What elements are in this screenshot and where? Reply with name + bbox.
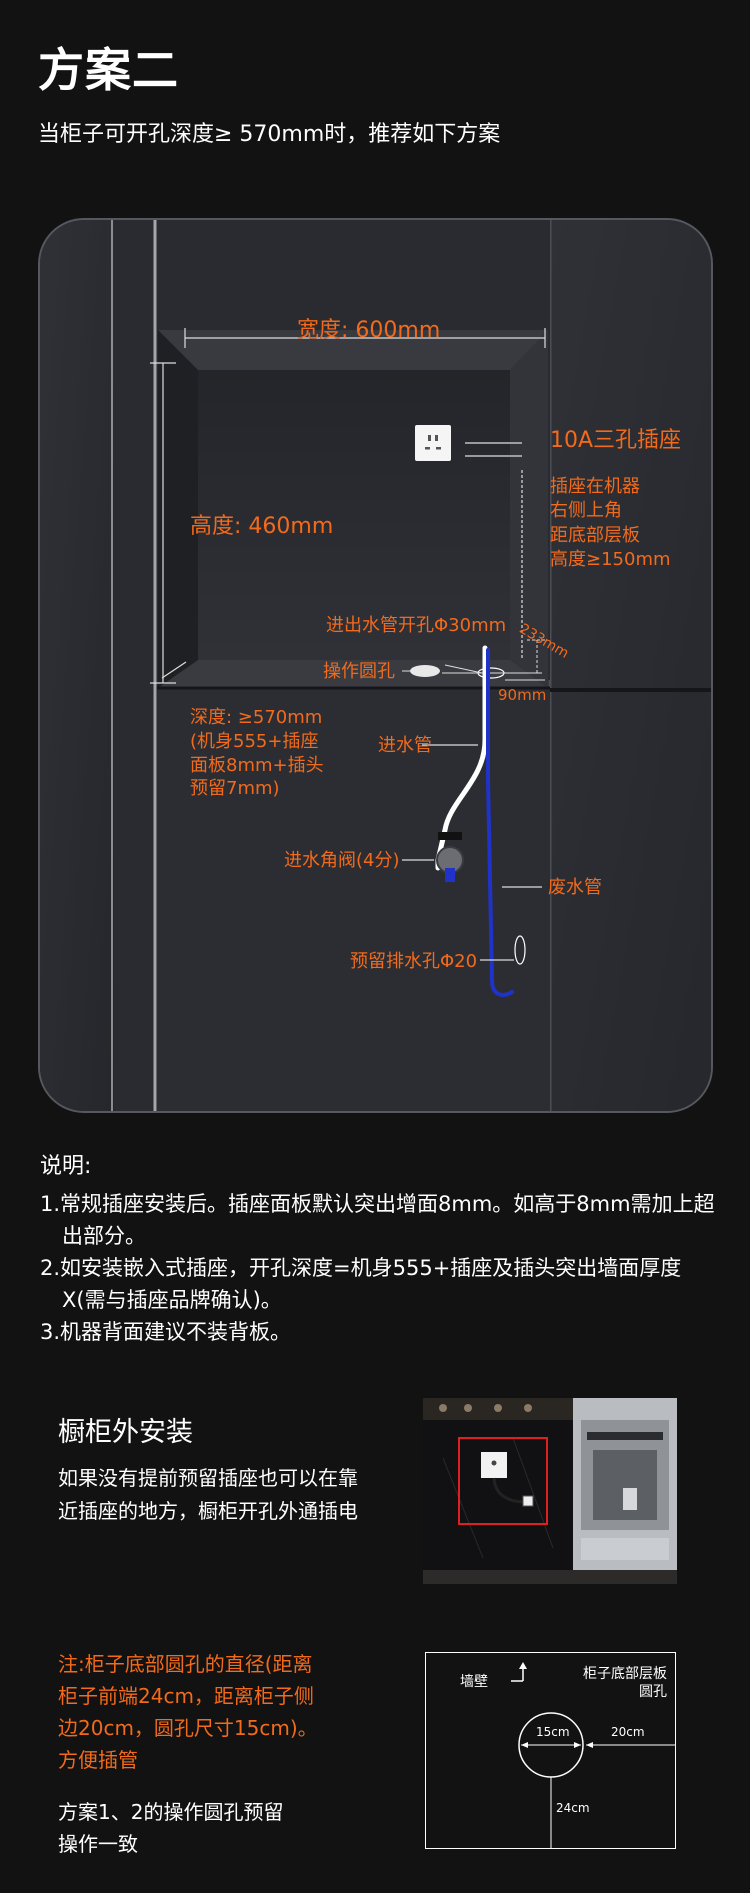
cabinet-diagram: 宽度: 600mm 高度: 460mm 10A三孔插座 插座在机器 右侧上角 距… [38, 218, 713, 1113]
page-title: 方案二 [38, 43, 179, 97]
height-label: 高度: 460mm [190, 514, 334, 539]
operate-hole-label: 操作圆孔 [323, 661, 395, 682]
kitchen-photo [423, 1398, 677, 1584]
notes-item: 1.常规插座安装后。插座面板默认突出增面8mm。如高于8mm需加上超出部分。 [40, 1192, 715, 1248]
inlet-pipe-label: 进水管 [378, 735, 432, 756]
operate-hole-note: 方案1、2的操作圆孔预留操作一致 [58, 1800, 284, 1856]
external-text: 如果没有提前预留插座也可以在靠近插座的地方，橱柜开孔外通插电 [58, 1466, 358, 1523]
plan-20cm-label: 20cm [611, 1725, 645, 1739]
socket-description: 插座在机器 右侧上角 距底部层板 高度≥150mm [550, 476, 671, 570]
cabinet-drawing [40, 220, 711, 1111]
external-heading: 橱柜外安装 [58, 1417, 193, 1448]
drain-hole-label: 预留排水孔Φ20 [350, 951, 478, 972]
notes-item: 2.如安装嵌入式插座，开孔深度=机身555+插座及插头突出墙面厚度X(需与插座品… [40, 1256, 682, 1312]
bottom-plan-diagram: 墙壁 柜子底部层板 圆孔 15cm 20cm 24cm [425, 1652, 676, 1849]
socket-title: 10A三孔插座 [550, 428, 682, 453]
pipe-hole-label: 进出水管开孔Φ30mm [326, 615, 507, 636]
notes-item: 3.机器背面建议不装背板。 [40, 1320, 292, 1344]
waste-pipe-label: 废水管 [548, 877, 602, 898]
dim-90-label: 90mm [498, 686, 547, 704]
plan-wall-label: 墙壁 [460, 1674, 488, 1690]
plan-board-label: 柜子底部层板 圆孔 [583, 1666, 667, 1701]
notes-list: 1.常规插座安装后。插座面板默认突出增面8mm。如高于8mm需加上超出部分。 2… [40, 1188, 720, 1348]
plan-15cm-label: 15cm [536, 1725, 570, 1739]
depth-description: 深度: ≥570mm (机身555+插座 面板8mm+插头 预留7mm) [190, 707, 324, 800]
angle-valve-label: 进水角阀(4分) [284, 850, 400, 871]
notes-heading: 说明: [40, 1154, 92, 1179]
bottom-hole-note: 注:柜子底部圆孔的直径(距离柜子前端24cm，距离柜子侧边20cm，圆孔尺寸15… [58, 1652, 318, 1772]
width-label: 宽度: 600mm [297, 318, 441, 343]
page-subtitle: 当柜子可开孔深度≥ 570mm时，推荐如下方案 [38, 122, 501, 147]
plan-24cm-label: 24cm [556, 1801, 590, 1815]
